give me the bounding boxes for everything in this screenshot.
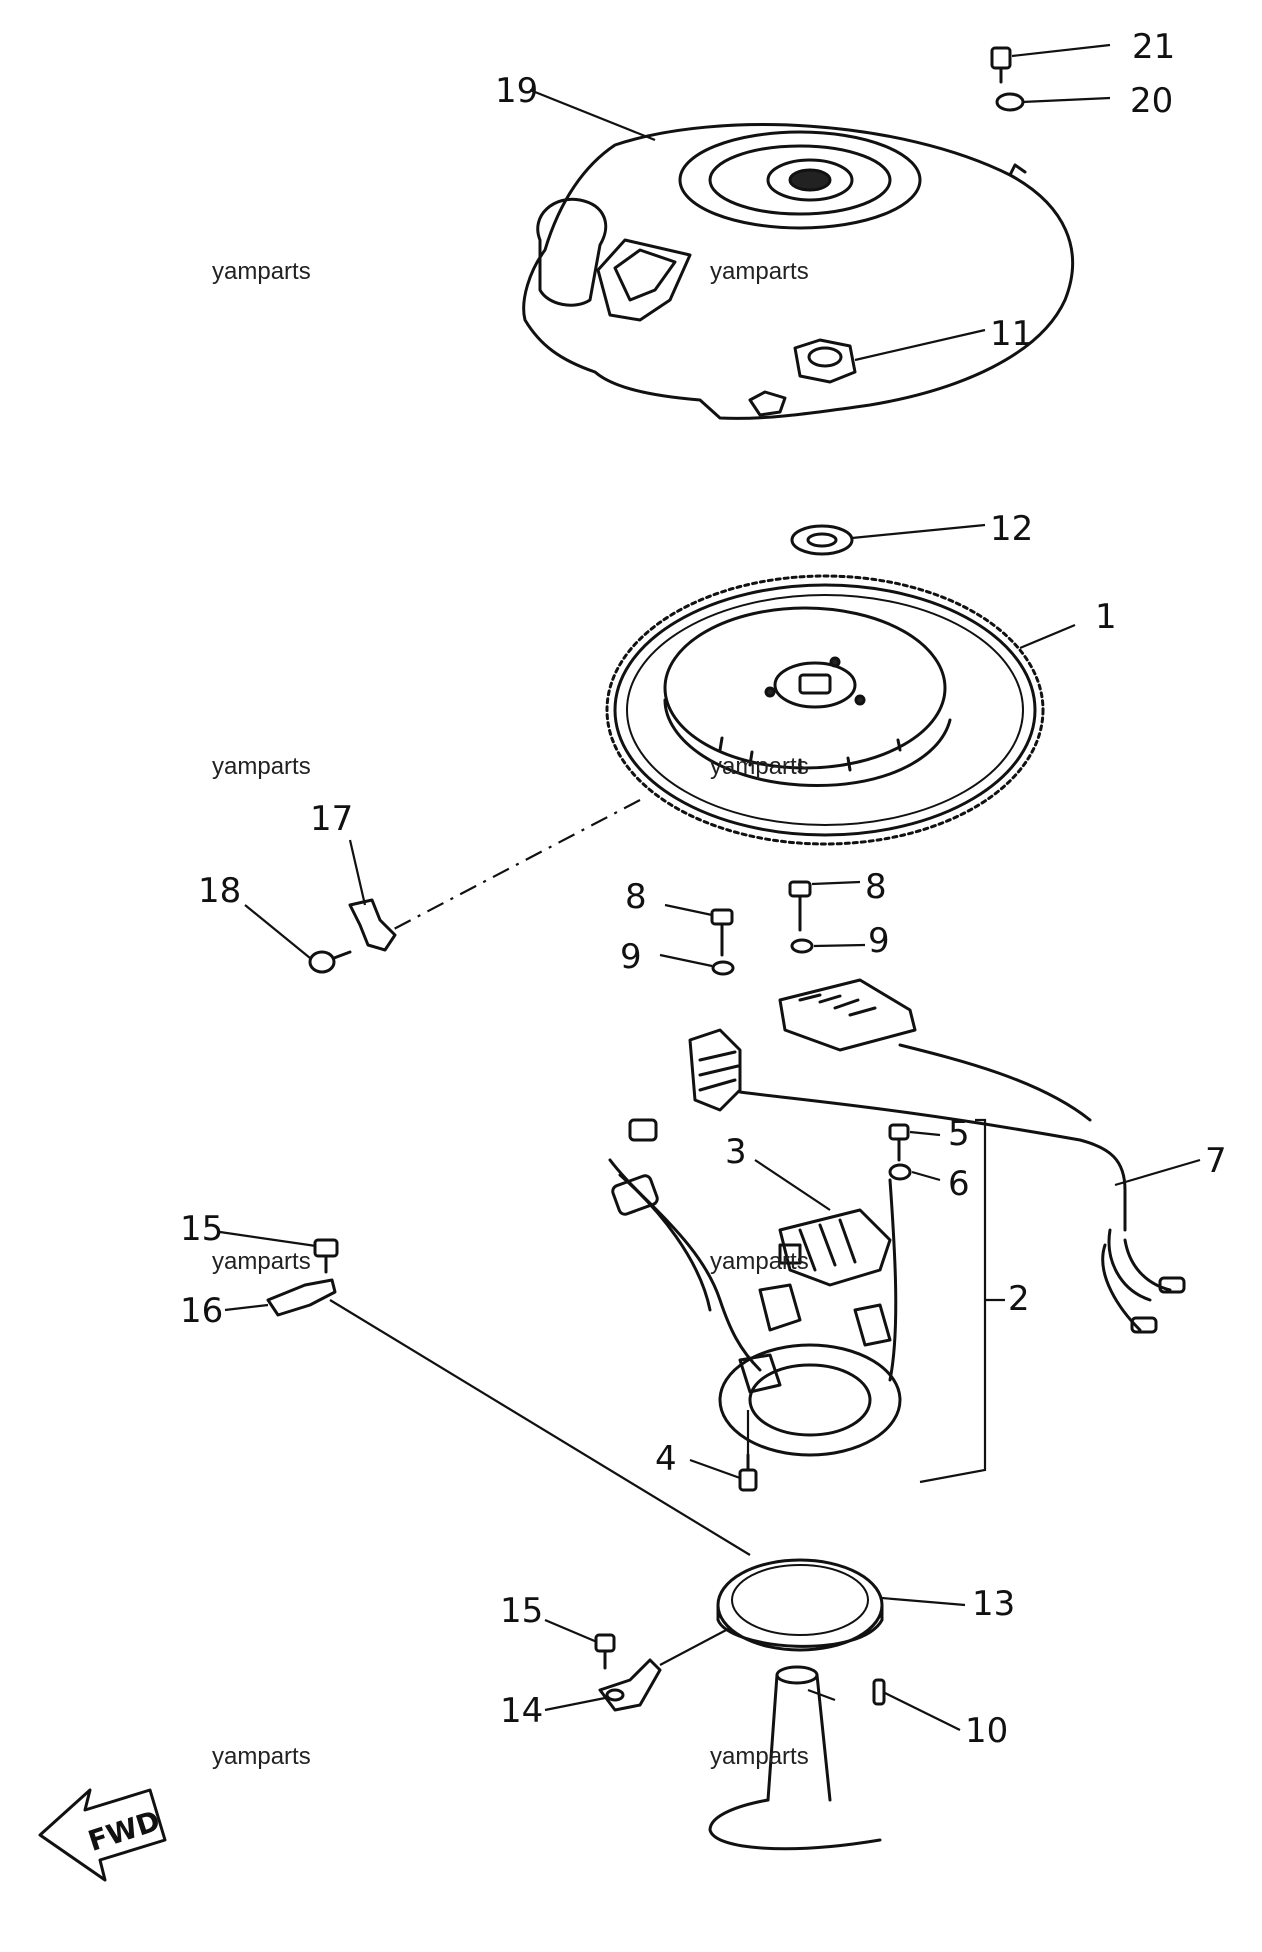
watermark-text: yamparts — [710, 1248, 809, 1275]
watermark-text: yamparts — [212, 1743, 311, 1770]
clip-part-16 — [266, 1278, 337, 1317]
watermark-text: yamparts — [212, 1248, 311, 1275]
screw-part-4 — [738, 1453, 758, 1492]
callout-3: 3 — [725, 1132, 747, 1172]
watermark-text: yamparts — [212, 258, 311, 285]
bolt-part-5 — [888, 1123, 910, 1162]
nut-part-11 — [793, 338, 857, 384]
callout-19: 19 — [495, 71, 538, 111]
bolt-part-8-left — [710, 908, 734, 957]
ring-part-13 — [716, 1558, 884, 1652]
callout-8-left: 8 — [625, 877, 647, 917]
callout-16: 16 — [180, 1291, 223, 1331]
washer-part-20 — [995, 92, 1025, 112]
watermark-text: yamparts — [710, 1743, 809, 1770]
washer-part-12 — [790, 524, 854, 556]
callout-10: 10 — [965, 1711, 1008, 1751]
stator-assembly-part-2 — [608, 1118, 902, 1457]
screw-part-21 — [990, 46, 1012, 84]
watermark-text: yamparts — [212, 753, 311, 780]
callout-13: 13 — [972, 1584, 1015, 1624]
callout-18: 18 — [198, 871, 241, 911]
pulser-coil-part-7 — [688, 978, 1186, 1334]
callout-15-upper: 15 — [180, 1209, 223, 1249]
washer-part-9-left — [711, 960, 735, 976]
callout-17: 17 — [310, 799, 353, 839]
bracket-part-17 — [348, 898, 397, 952]
callout-1: 1 — [1095, 597, 1117, 637]
callout-5: 5 — [948, 1114, 970, 1154]
flywheel-cover-part — [522, 123, 1075, 420]
bolt-part-8-right — [788, 880, 812, 932]
forward-arrow-icon: FWD — [38, 1788, 167, 1882]
leader-lines — [219, 43, 1201, 1731]
charge-coil-part-3 — [778, 1208, 892, 1287]
watermark-text: yamparts — [710, 258, 809, 285]
fwd-label: FWD — [84, 1804, 164, 1858]
callout-7: 7 — [1205, 1141, 1227, 1181]
callout-21: 21 — [1132, 27, 1175, 67]
callout-12: 12 — [990, 509, 1033, 549]
callout-numbers: 21 20 19 11 12 1 17 18 8 8 9 9 3 5 6 7 2… — [180, 27, 1227, 1751]
screw-part-18 — [308, 950, 352, 974]
washer-part-9-right — [790, 938, 814, 954]
callout-11: 11 — [990, 314, 1033, 354]
clip-part-14 — [598, 1658, 662, 1712]
washer-part-6 — [888, 1163, 912, 1181]
callout-4: 4 — [655, 1439, 677, 1479]
key-part-10 — [872, 1678, 886, 1706]
callout-14: 14 — [500, 1691, 543, 1731]
callout-6: 6 — [948, 1164, 970, 1204]
callout-20: 20 — [1130, 81, 1173, 121]
callout-9-left: 9 — [620, 937, 642, 977]
callout-15-lower: 15 — [500, 1591, 543, 1631]
watermark-text: yamparts — [710, 753, 809, 780]
callout-8-right: 8 — [865, 867, 887, 907]
screw-part-15-lower — [594, 1633, 616, 1670]
flywheel-part-1 — [605, 574, 1045, 846]
callout-9-right: 9 — [868, 921, 890, 961]
crankshaft — [708, 1665, 882, 1851]
callout-2: 2 — [1008, 1279, 1030, 1319]
screw-part-15-upper — [313, 1238, 339, 1274]
